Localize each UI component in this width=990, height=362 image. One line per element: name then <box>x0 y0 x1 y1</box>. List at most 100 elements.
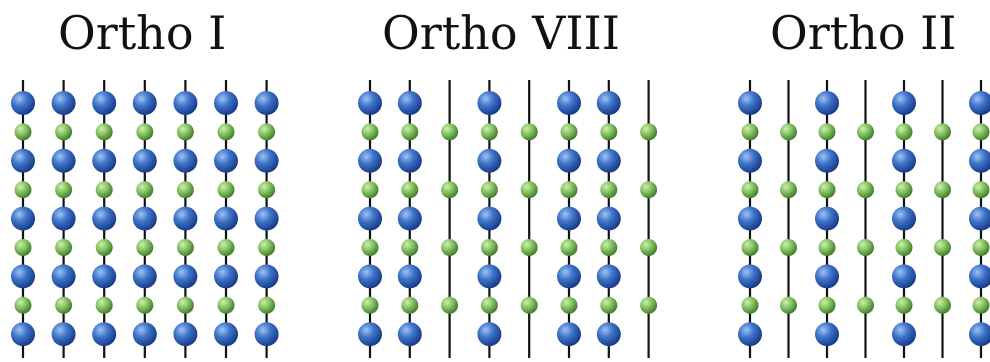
blue-sphere <box>255 91 279 115</box>
green-sphere <box>218 123 235 140</box>
blue-sphere <box>557 322 581 346</box>
blue-sphere <box>597 264 621 288</box>
blue-sphere <box>11 149 35 173</box>
blue-sphere <box>214 207 238 231</box>
blue-sphere <box>892 264 916 288</box>
green-sphere <box>896 123 913 140</box>
blue-sphere <box>52 149 76 173</box>
green-sphere <box>973 123 990 140</box>
column-1-0 <box>358 80 382 358</box>
blue-sphere <box>11 207 35 231</box>
column-1-6 <box>597 80 621 358</box>
green-sphere <box>973 239 990 256</box>
blue-sphere <box>358 149 382 173</box>
blue-sphere <box>477 322 501 346</box>
green-sphere <box>136 181 153 198</box>
blue-sphere <box>815 91 839 115</box>
blue-sphere <box>738 264 762 288</box>
blue-sphere <box>255 207 279 231</box>
green-sphere <box>561 181 578 198</box>
column-0-5 <box>214 80 238 358</box>
blue-sphere <box>969 207 990 231</box>
blue-sphere <box>597 322 621 346</box>
green-sphere <box>218 297 235 314</box>
green-sphere <box>362 297 379 314</box>
green-sphere <box>780 239 797 256</box>
green-sphere <box>934 297 951 314</box>
green-sphere <box>441 123 458 140</box>
blue-sphere <box>398 149 422 173</box>
green-sphere <box>819 297 836 314</box>
blue-sphere <box>358 322 382 346</box>
column-0-1 <box>52 80 76 358</box>
green-sphere <box>600 239 617 256</box>
green-sphere <box>177 297 194 314</box>
blue-sphere <box>969 322 990 346</box>
blue-sphere <box>557 149 581 173</box>
green-sphere <box>136 297 153 314</box>
column-2-3 <box>857 80 874 358</box>
blue-sphere <box>557 91 581 115</box>
blue-sphere <box>398 264 422 288</box>
green-sphere <box>55 181 72 198</box>
blue-sphere <box>815 207 839 231</box>
blue-sphere <box>477 91 501 115</box>
blue-sphere <box>92 91 116 115</box>
green-sphere <box>896 239 913 256</box>
blue-sphere <box>892 91 916 115</box>
column-1-2 <box>441 80 458 358</box>
green-sphere <box>136 123 153 140</box>
blue-sphere <box>969 91 990 115</box>
green-sphere <box>96 297 113 314</box>
column-2-0 <box>738 80 762 358</box>
column-2-1 <box>780 80 797 358</box>
column-0-2 <box>92 80 116 358</box>
column-1-7 <box>640 80 657 358</box>
green-sphere <box>401 123 418 140</box>
green-sphere <box>15 123 32 140</box>
green-sphere <box>401 297 418 314</box>
blue-sphere <box>92 149 116 173</box>
blue-sphere <box>52 322 76 346</box>
blue-sphere <box>557 264 581 288</box>
blue-sphere <box>173 322 197 346</box>
green-sphere <box>934 239 951 256</box>
blue-sphere <box>892 149 916 173</box>
green-sphere <box>441 181 458 198</box>
blue-sphere <box>92 207 116 231</box>
green-sphere <box>441 239 458 256</box>
green-sphere <box>896 297 913 314</box>
blue-sphere <box>133 91 157 115</box>
green-sphere <box>819 181 836 198</box>
panel-ortho-i <box>11 80 279 358</box>
green-sphere <box>258 123 275 140</box>
column-0-6 <box>255 80 279 358</box>
green-sphere <box>521 239 538 256</box>
green-sphere <box>362 123 379 140</box>
green-sphere <box>934 181 951 198</box>
blue-sphere <box>969 149 990 173</box>
blue-sphere <box>11 91 35 115</box>
green-sphere <box>521 123 538 140</box>
blue-sphere <box>173 91 197 115</box>
green-sphere <box>742 123 759 140</box>
column-0-4 <box>173 80 197 358</box>
green-sphere <box>857 239 874 256</box>
blue-sphere <box>52 91 76 115</box>
blue-sphere <box>52 264 76 288</box>
blue-sphere <box>173 264 197 288</box>
blue-sphere <box>214 264 238 288</box>
green-sphere <box>258 181 275 198</box>
blue-sphere <box>557 207 581 231</box>
green-sphere <box>96 181 113 198</box>
blue-sphere <box>214 91 238 115</box>
green-sphere <box>481 181 498 198</box>
blue-sphere <box>597 91 621 115</box>
blue-sphere <box>892 322 916 346</box>
blue-sphere <box>477 264 501 288</box>
green-sphere <box>521 181 538 198</box>
green-sphere <box>742 297 759 314</box>
blue-sphere <box>597 149 621 173</box>
green-sphere <box>819 123 836 140</box>
green-sphere <box>177 239 194 256</box>
